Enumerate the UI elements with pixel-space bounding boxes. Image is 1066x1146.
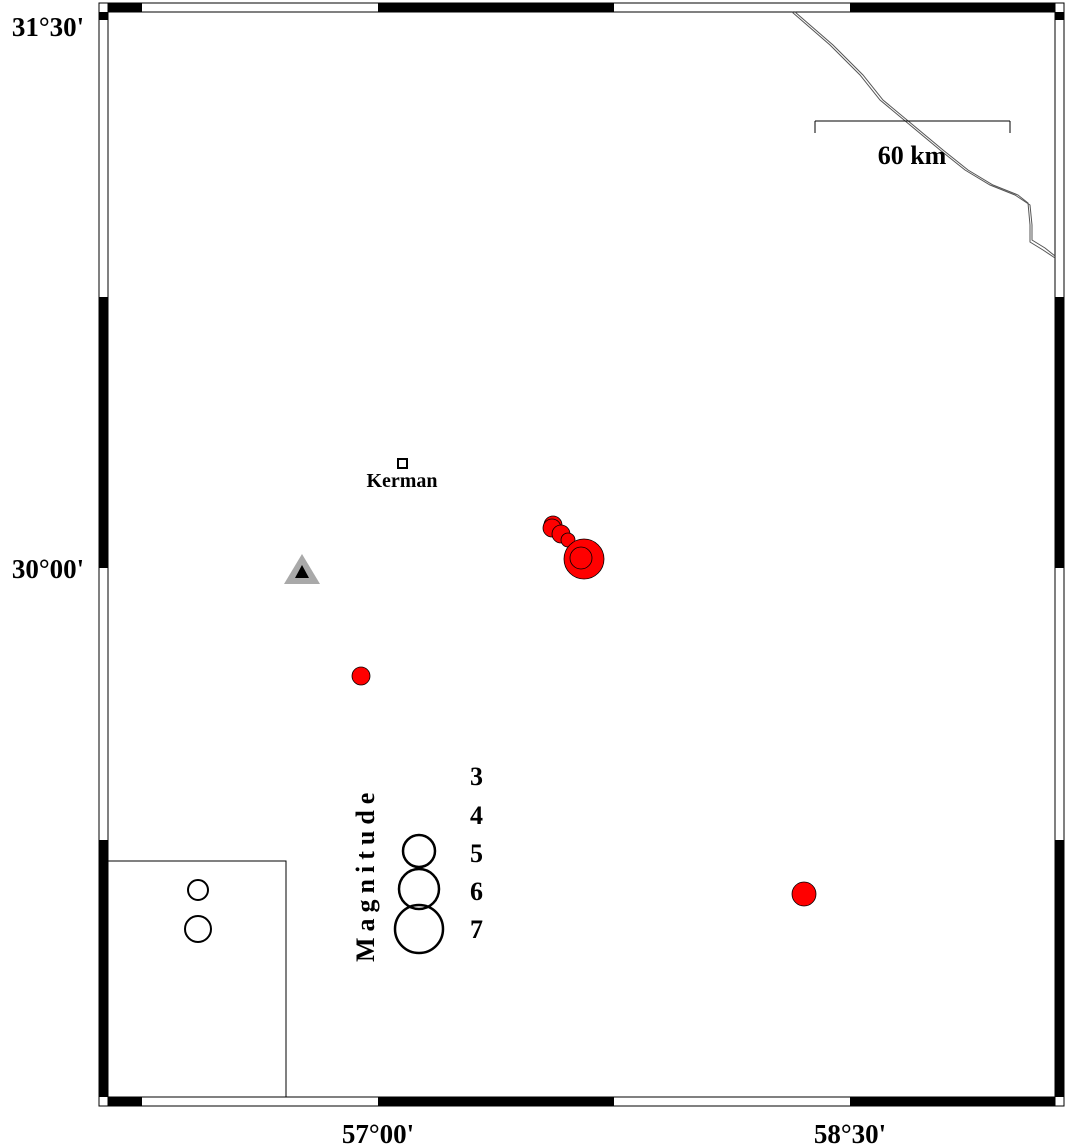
event-marker: [791, 881, 817, 907]
legend-level-3: 3: [470, 762, 483, 791]
legend-circle-5: [401, 833, 437, 869]
legend-circle-7: [393, 903, 445, 955]
scale-bar-label: 60 km: [878, 141, 947, 170]
inset-circle-large: [184, 915, 212, 943]
legend-level-7: 7: [470, 915, 483, 944]
lat-label-top: 31°30': [12, 12, 84, 42]
lat-label-mid: 30°00': [12, 554, 84, 584]
legend-level-5: 5: [470, 839, 483, 868]
earthquake-events: [351, 515, 817, 907]
event-marker: [569, 546, 593, 570]
event-marker: [351, 666, 371, 686]
inset-box: [107, 860, 287, 1098]
legend-level-6: 6: [470, 877, 483, 906]
scale-bar: 60 km: [814, 120, 1011, 170]
map-frame: [98, 2, 1065, 1107]
legend-title: Magnitude: [351, 787, 380, 962]
legend-circle-6: [397, 867, 441, 911]
station-marker: [284, 554, 320, 584]
city-kerman: Kerman: [366, 458, 438, 492]
lon-label-left: 57°00': [342, 1119, 414, 1146]
border-line: [791, 11, 1056, 259]
inset-circle-small: [187, 879, 209, 901]
lon-label-right: 58°30': [814, 1119, 886, 1146]
magnitude-legend: Magnitude 3 4 5 6 7: [351, 762, 483, 962]
legend-level-4: 4: [470, 801, 483, 830]
square-city-icon: [397, 458, 408, 469]
city-label: Kerman: [366, 470, 437, 492]
